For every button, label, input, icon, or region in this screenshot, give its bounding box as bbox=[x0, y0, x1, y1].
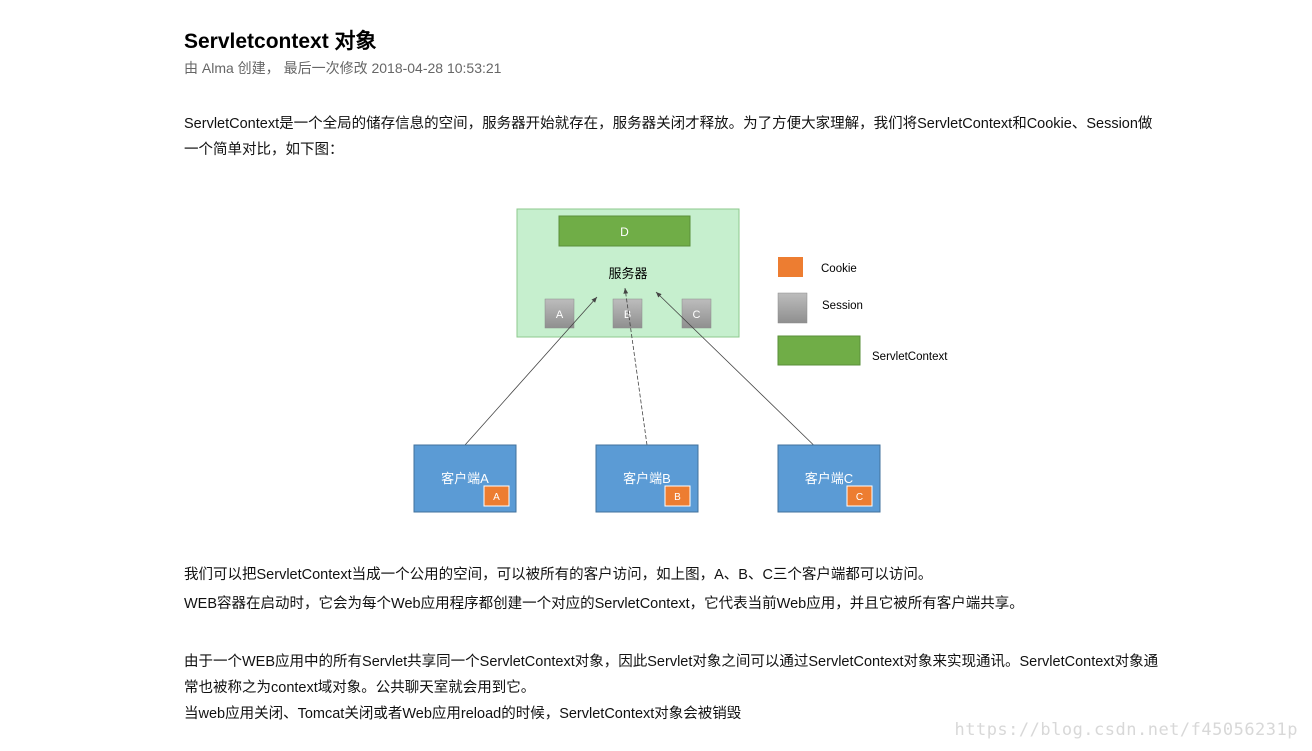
servletcontext-block-label: D bbox=[620, 225, 629, 239]
watermark: https://blog.csdn.net/f45056231p bbox=[954, 720, 1298, 740]
cookie-block-c-label: C bbox=[856, 492, 863, 503]
client-c-label: 客户端C bbox=[805, 471, 853, 486]
server-box bbox=[516, 208, 740, 338]
legend-session-swatch bbox=[777, 292, 808, 324]
author-info: 由 Alma 创建， bbox=[184, 60, 280, 76]
client-box-a bbox=[413, 444, 517, 513]
session-block-a bbox=[544, 298, 575, 329]
client-box-c bbox=[777, 444, 881, 513]
session-block-c-label: C bbox=[693, 309, 701, 321]
session-block-b-label: B bbox=[624, 309, 631, 321]
cookie-block-b-label: B bbox=[674, 492, 681, 503]
arrow-client-c bbox=[655, 291, 830, 461]
legend-cookie-label: Cookie bbox=[821, 263, 857, 275]
article-meta: 由 Alma 创建， 最后一次修改 2018-04-28 10:53:21 bbox=[184, 58, 501, 78]
servletcontext-block bbox=[558, 215, 691, 247]
paragraph-shared-space: 我们可以把ServletContext当成一个公用的空间，可以被所有的客户访问，… bbox=[184, 567, 933, 583]
modified-date: 最后一次修改 2018-04-28 10:53:21 bbox=[283, 60, 502, 76]
paragraph-communication: 由于一个WEB应用中的所有Servlet共享同一个ServletContext对… bbox=[184, 654, 1159, 696]
cookie-block-a-label: A bbox=[493, 492, 500, 503]
legend-cookie-swatch bbox=[778, 257, 803, 277]
paragraph-destroy: 当web应用关闭、Tomcat关闭或者Web应用reload的时候，Servle… bbox=[184, 706, 742, 722]
client-a-label: 客户端A bbox=[441, 471, 489, 486]
client-box-b bbox=[595, 444, 699, 513]
legend-context-swatch bbox=[777, 335, 861, 366]
server-label: 服务器 bbox=[608, 266, 647, 281]
session-block-b bbox=[612, 298, 643, 329]
cookie-block-b bbox=[664, 485, 691, 507]
page-title: Servletcontext 对象 bbox=[184, 30, 377, 53]
paragraph-web-container: WEB容器在启动时，它会为每个Web应用程序都创建一个对应的ServletCon… bbox=[184, 596, 1024, 612]
legend-context-label: ServletContext bbox=[872, 351, 948, 363]
legend-session-label: Session bbox=[822, 300, 863, 312]
client-b-label: 客户端B bbox=[623, 471, 671, 486]
arrow-client-a bbox=[464, 296, 598, 446]
session-block-c bbox=[681, 298, 712, 329]
intro-paragraph: ServletContext是一个全局的储存信息的空间，服务器开始就存在，服务器… bbox=[184, 116, 1153, 158]
session-block-a-label: A bbox=[556, 309, 564, 321]
arrow-client-b bbox=[623, 287, 648, 446]
cookie-block-c bbox=[846, 485, 873, 507]
cookie-block-a bbox=[483, 485, 510, 507]
